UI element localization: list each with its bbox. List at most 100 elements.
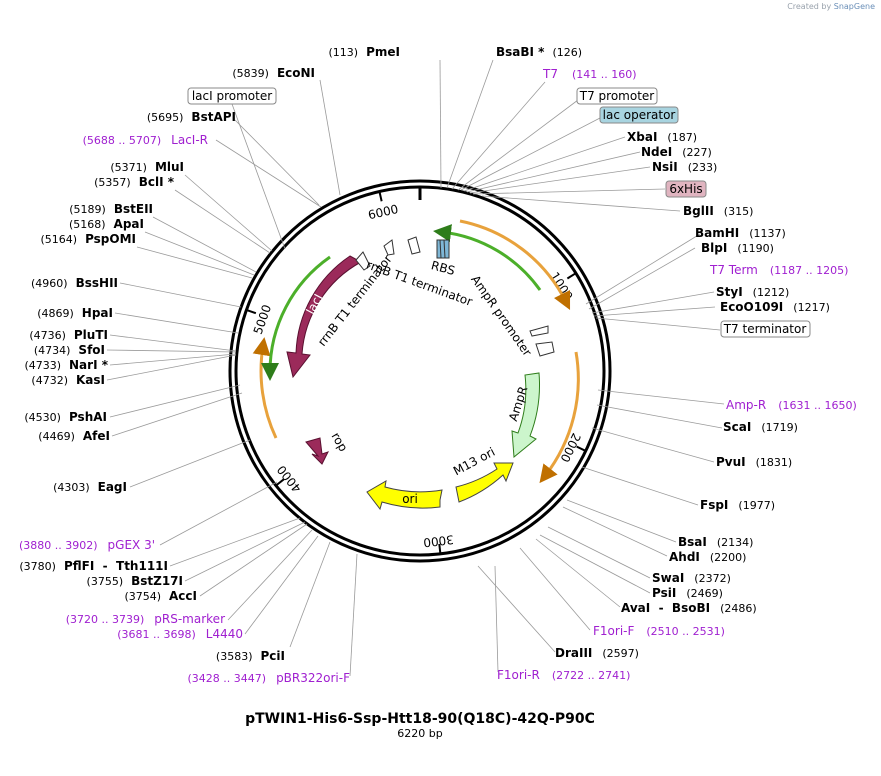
rrnb-t1-terminator-2-arrow xyxy=(383,239,395,256)
leader-line xyxy=(231,103,286,250)
backbone xyxy=(228,179,612,563)
leader-line xyxy=(152,216,257,273)
leader-line xyxy=(581,466,699,506)
primer-l4440: (3681 .. 3698)L4440 xyxy=(117,627,243,641)
leader-line xyxy=(119,282,242,308)
site-xbai: XbaI(187) xyxy=(627,130,697,144)
leader-line xyxy=(136,246,253,279)
primer-amp-r: Amp-R(1631 .. 1650) xyxy=(726,398,857,412)
site-pluti: (4736)PluTI xyxy=(29,328,108,342)
leader-line xyxy=(463,136,626,192)
box-t7-promoter: T7 promoter xyxy=(579,89,655,103)
ampr-promoter-arrow xyxy=(529,325,549,337)
m13-ori-arrow xyxy=(455,462,514,503)
site-mlui: (5371)MluI xyxy=(110,160,184,174)
leader-line xyxy=(289,541,331,648)
site-pflfi-tth111i: (3780)PflFI - Tth111I xyxy=(19,559,168,573)
plasmid-size: 6220 bp xyxy=(397,727,442,740)
primer-prs-marker: (3720 .. 3739)pRS-marker xyxy=(66,612,225,626)
site-ecoo109i: EcoO109I(1217) xyxy=(720,300,830,314)
leader-line xyxy=(539,534,651,594)
leader-line xyxy=(184,521,306,582)
site-sfoi: (4734)SfoI xyxy=(34,343,105,357)
plasmid-title: pTWIN1-His6-Ssp-Htt18-90(Q18C)-42Q-P90C xyxy=(245,711,595,727)
leader-line xyxy=(593,306,716,317)
snapgene-credit: Created by SnapGene xyxy=(787,2,875,11)
leader-line xyxy=(591,291,715,314)
site-nari: (4733)NarI * xyxy=(24,358,108,372)
tick-label: 1000 xyxy=(547,270,575,303)
ori-arrow xyxy=(366,480,443,511)
credit-brand: SnapGene xyxy=(833,2,875,11)
leader-line xyxy=(106,354,237,381)
leader-line xyxy=(466,151,641,193)
rbs-block xyxy=(436,239,450,259)
site-kasi: (4732)KasI xyxy=(31,373,105,387)
primer-pgex-3: (3880 .. 3902)pGEX 3' xyxy=(19,538,155,552)
leader-line xyxy=(457,99,579,191)
leader-line xyxy=(234,119,320,206)
feature-label-rop: rop xyxy=(328,430,350,454)
site-econi: (5839)EcoNI xyxy=(232,66,315,80)
leader-line xyxy=(109,334,237,352)
site-fspi: FspI(1977) xyxy=(700,498,775,512)
site-bsteii: (5189)BstEII xyxy=(69,202,153,216)
site-psii: PsiI(2469) xyxy=(652,586,723,600)
site-bglii: BglII(315) xyxy=(683,204,753,218)
box-laci-promoter-bg xyxy=(187,87,277,105)
site-nsii: NsiI(233) xyxy=(652,160,717,174)
rrnb-t1-terminator-1-arrow xyxy=(355,251,371,271)
feature-label-ori: ori xyxy=(402,492,418,506)
site-bstz17i: (3755)BstZ17I xyxy=(87,574,183,588)
primer-laci-r: (5688 .. 5707)LacI-R xyxy=(83,133,208,147)
orange-arc-right xyxy=(539,351,580,484)
leader-line xyxy=(169,517,301,567)
leader-line xyxy=(174,189,271,254)
tick-label: 6000 xyxy=(367,202,400,222)
site-avai-bsobi: AvaI - BsoBI(2486) xyxy=(621,601,757,615)
leader-line xyxy=(519,547,591,631)
site-bsshii: (4960)BssHII xyxy=(31,276,118,290)
leader-line xyxy=(585,233,701,305)
rop-arrow xyxy=(305,437,329,465)
site-labels: (113)PmeI BsaBI *(126) XbaI(187) NdeI(22… xyxy=(19,45,829,663)
backbone-inner-ring xyxy=(234,185,606,557)
tick-mark xyxy=(378,191,383,202)
laci-arrow xyxy=(286,255,363,379)
leader-line xyxy=(547,526,651,579)
leader-line xyxy=(106,349,237,353)
ampr-arrow xyxy=(511,372,540,458)
backbone-outer-ring xyxy=(228,179,612,563)
box-lac-operator-bg xyxy=(599,106,679,124)
site-pshai: (4530)PshAI xyxy=(24,410,107,424)
leader-line xyxy=(562,506,668,557)
site-pmei: (113)PmeI xyxy=(329,45,401,59)
site-pspomi: (5164)PspOMI xyxy=(40,232,136,246)
site-eagi: (4303)EagI xyxy=(53,480,127,494)
site-pcii: (3583)PciI xyxy=(216,649,285,663)
rrnb-t1-terminator-3-arrow xyxy=(407,236,421,255)
site-draiii: DraIII(2597) xyxy=(555,646,639,660)
box-t7-terminator-bg xyxy=(720,320,811,338)
green-arc-left xyxy=(260,255,331,381)
leader-line xyxy=(588,247,696,310)
site-bcli: (5357)BclI * xyxy=(94,175,175,189)
site-pvui: PvuI(1831) xyxy=(716,455,792,469)
tick-mark xyxy=(576,445,587,452)
primer-pbr322ori-f: (3428 .. 3447)pBR322ori-F xyxy=(188,671,351,685)
leader-line xyxy=(595,317,721,331)
site-acci: (3754)AccI xyxy=(124,589,197,603)
box-lac-operator: lac operator xyxy=(603,108,676,122)
credit-prefix: Created by xyxy=(787,2,832,11)
site-bstapi: (5695)BstAPI xyxy=(147,110,236,124)
leader-line xyxy=(184,174,273,252)
tick-mark xyxy=(566,272,577,280)
tick-mark xyxy=(246,308,257,315)
tick-mark xyxy=(438,543,442,554)
tick-mark xyxy=(275,478,285,487)
site-blpi: BlpI(1190) xyxy=(701,241,774,255)
primer-labels: T7(141 .. 160) T7 Term(1187 .. 1205) Amp… xyxy=(19,67,857,685)
site-hpai: (4869)HpaI xyxy=(37,306,113,320)
leader-line xyxy=(144,231,255,276)
leader-lines xyxy=(106,59,725,677)
